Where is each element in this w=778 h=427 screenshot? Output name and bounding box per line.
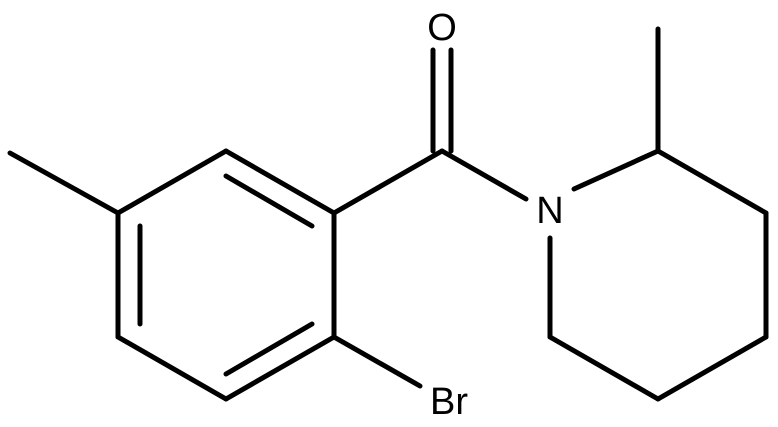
bond-ring-inner-1 <box>223 173 315 229</box>
bond-carbonyl-nitrogen <box>439 148 529 202</box>
bond-ring-2 <box>223 148 337 216</box>
bond-ring-methyl <box>7 150 121 216</box>
bond-c4-c5 <box>655 334 769 402</box>
bond-c5-c6 <box>547 334 661 402</box>
bond-ring-inner-2 <box>223 321 315 377</box>
bond-ring-1 <box>115 148 229 216</box>
bond-ring-carbonyl <box>331 148 445 216</box>
bond-ring-4 <box>223 334 337 402</box>
bond-c2-c3 <box>655 148 769 216</box>
bond-n-c2 <box>571 148 661 192</box>
bond-ring-bromine <box>331 334 423 389</box>
bond-ring-5 <box>115 334 229 402</box>
nitrogen-label: N <box>536 190 563 232</box>
oxygen-label: O <box>427 7 457 49</box>
bromine-label: Br <box>430 381 468 423</box>
